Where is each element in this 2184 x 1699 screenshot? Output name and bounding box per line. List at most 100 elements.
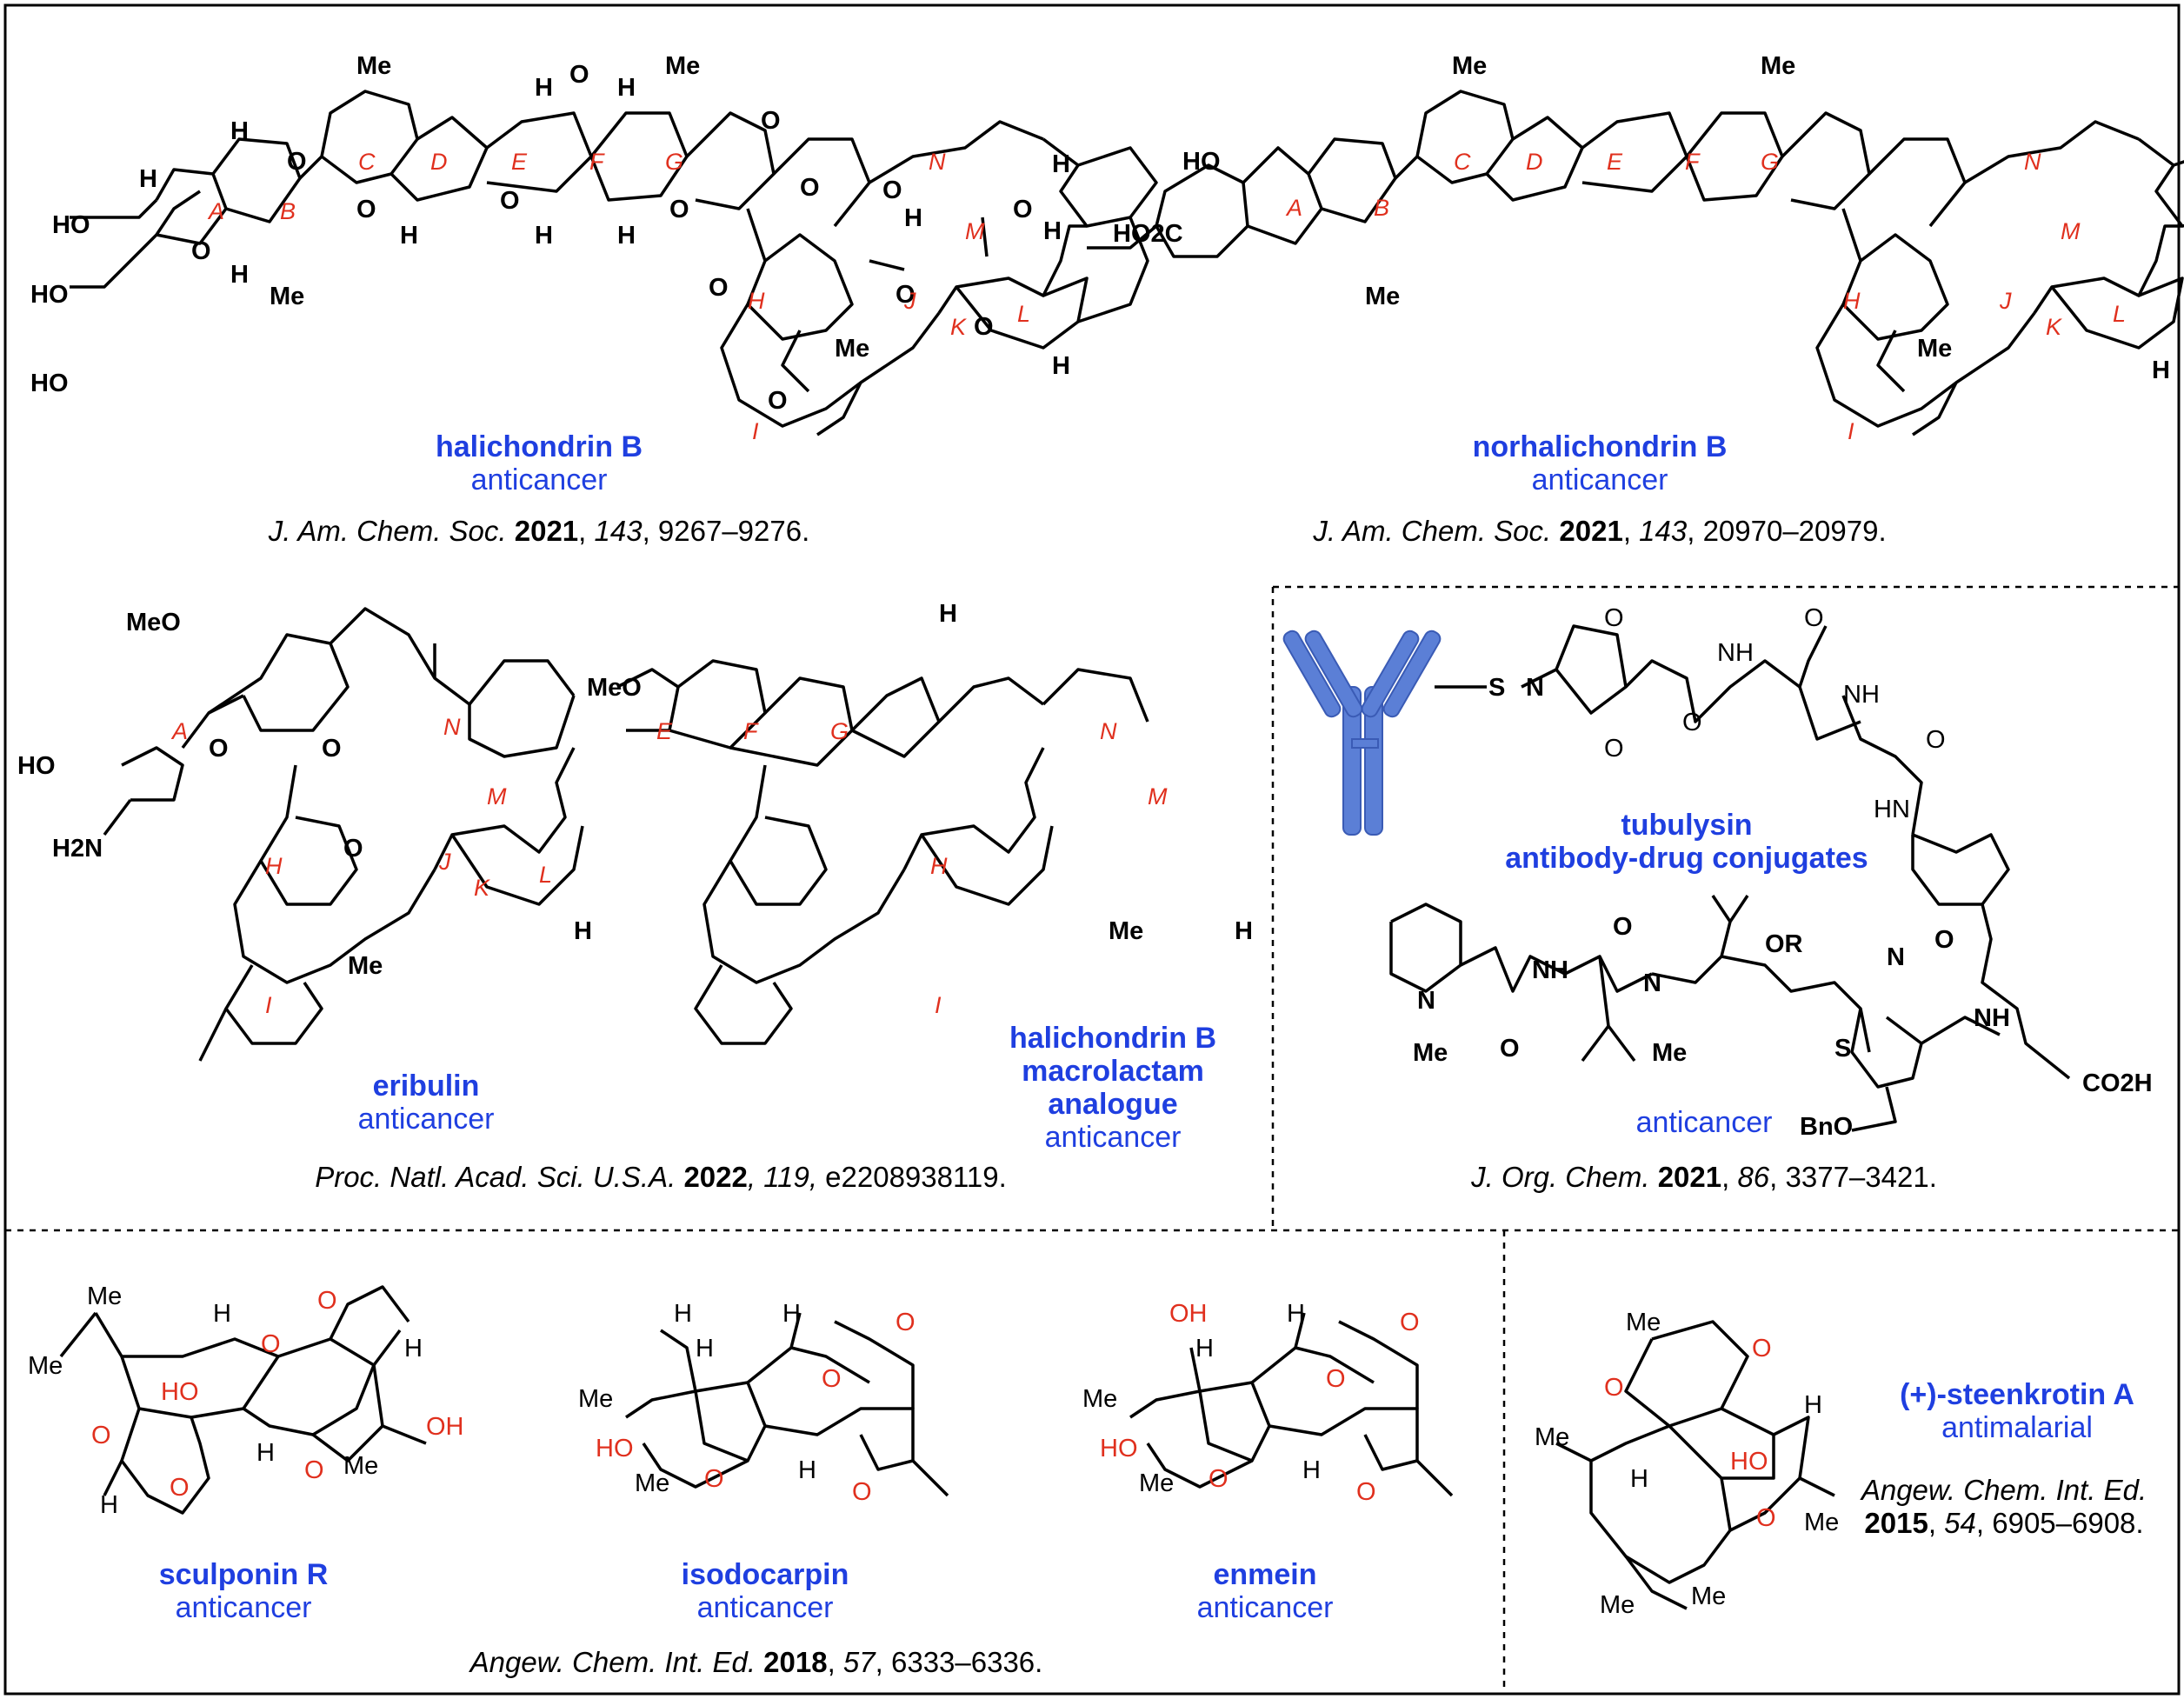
enmein-structure [1129, 1312, 1454, 1497]
ring-l-nor: L [2113, 301, 2126, 327]
ring-m-mac: M [1148, 783, 1168, 810]
compound-name: halichondrin B [436, 430, 643, 463]
atom-me-ste-3: Me [1804, 1509, 1839, 1536]
ring-a-prime: A [170, 718, 188, 744]
eribulin-structure [103, 607, 584, 1062]
ring-l-eri: L [539, 862, 552, 888]
atom-me-3: Me [665, 52, 700, 80]
sculponin-r-structure [59, 1285, 427, 1515]
ref-year: 2018 [763, 1646, 828, 1678]
atom-nh-2: NH [1843, 681, 1880, 709]
atom-o-iso-3: O [704, 1465, 724, 1493]
ref-volume: 119, [763, 1161, 817, 1193]
compound-name: isodocarpin [681, 1558, 849, 1591]
ring-e-mac: E [656, 718, 673, 744]
activity-label: anticancer [357, 1103, 495, 1136]
ref-volume: 143 [594, 515, 643, 547]
ring-f-mac: F [743, 718, 759, 744]
ring-j-eri: J [438, 849, 451, 875]
steenkrotin-a-structure [1555, 1320, 1835, 1610]
norhalichondrin-b-caption: norhalichondrin B anticancer [1426, 430, 1774, 496]
ring-k-eri: K [474, 875, 490, 901]
macrolactam-caption: halichondrin B macrolactam analogue anti… [974, 1022, 1252, 1154]
ref-pages: 3377–3421. [1785, 1161, 1937, 1193]
enmein-caption: enmein anticancer [1143, 1558, 1387, 1624]
atom-h-scu-1: H [213, 1300, 231, 1328]
tubulysin-activity: anticancer [1635, 1106, 1773, 1139]
atom-o-scu-5: O [304, 1456, 324, 1484]
outer-frame [3, 3, 2181, 1696]
atom-o-pip-co: O [1500, 1035, 1520, 1063]
ring-c-nor: C [1454, 149, 1471, 175]
compound-name-line-1: halichondrin B [1009, 1022, 1216, 1055]
compound-name: (+)-steenkrotin A [1900, 1378, 2134, 1411]
atom-h-eri: H [574, 917, 592, 945]
atom-me-nor-3: Me [1761, 52, 1795, 80]
ref-year: 2021 [1559, 515, 1623, 547]
atom-bno: BnO [1800, 1113, 1853, 1141]
eribulin-caption: eribulin anticancer [296, 1069, 556, 1136]
macrolactam-labels: MeO H Me H E F G N M H I [587, 600, 1253, 1018]
atom-n-maleimide: N [1526, 674, 1544, 702]
atom-o-iso-1: O [896, 1309, 916, 1336]
ref-pages: e2208938119. [825, 1161, 1007, 1193]
tubulysin-structure [1389, 624, 2071, 1132]
tubulysin-reference: J. Org. Chem. 2021, 86, 3377–3421. [1471, 1161, 1937, 1193]
atom-h-iso-2: H [696, 1335, 714, 1363]
atom-o-enm-4: O [1356, 1478, 1376, 1506]
atom-me-pip: Me [1413, 1039, 1448, 1067]
compound-name-line-3: analogue [1048, 1088, 1178, 1121]
atom-oh-enm: OH [1169, 1300, 1208, 1328]
atom-me-2: Me [270, 283, 304, 310]
ref-pages: 9267–9276. [657, 515, 810, 547]
steenkrotin-a-reference: Angew. Chem. Int. Ed. 2015, 54, 6905–690… [1861, 1474, 2147, 1539]
atom-o-scu-2: O [261, 1330, 281, 1358]
ring-h-eri: H [265, 853, 283, 879]
ring-e-nor: E [1607, 149, 1623, 175]
atom-ho-3: HO [30, 370, 69, 397]
ring-h: H [748, 288, 765, 314]
atom-nh-1: NH [1717, 639, 1754, 667]
eribulin-labels: MeO HO H2N O O O Me H A H I J K L M N [17, 609, 592, 1018]
atom-h-ste-2: H [1630, 1465, 1648, 1493]
ring-n-eri: N [443, 714, 461, 740]
ref-journal: Proc. Natl. Acad. Sci. U.S.A. [315, 1161, 676, 1193]
ref-year: 2022 [683, 1161, 748, 1193]
ref-volume: 54 [1944, 1507, 1976, 1539]
atom-me-nor-4: Me [1917, 335, 1952, 363]
ring-h-mac: H [930, 853, 948, 879]
ref-journal: Angew. Chem. Int. Ed. [469, 1646, 756, 1678]
ref-pages: 6333–6336. [890, 1646, 1043, 1678]
atom-meo-eri: MeO [126, 609, 181, 636]
atom-h-7: H [617, 74, 636, 102]
atom-o-i: O [768, 387, 788, 415]
atom-h-2: H [230, 117, 249, 145]
isodocarpin-caption: isodocarpin anticancer [643, 1558, 887, 1624]
halichondrin-b-labels: HO HO HO O O O O O O O O O O O O O O Me … [30, 52, 1070, 444]
ent-kaurane-reference: Angew. Chem. Int. Ed. 2018, 57, 6333–633… [469, 1646, 1043, 1678]
atom-me-ste-5: Me [1691, 1582, 1726, 1610]
atom-o-eri-a: O [209, 735, 229, 763]
atom-o-e: O [500, 187, 520, 215]
atom-o-ste-3: O [1756, 1504, 1776, 1532]
atom-me-enm-1: Me [1082, 1385, 1117, 1413]
activity-label: anticancer [696, 1591, 834, 1624]
ref-journal: J. Org. Chem. [1471, 1161, 1650, 1193]
atom-o-scu-1: O [317, 1287, 337, 1315]
atom-h-scu-3: H [100, 1491, 118, 1519]
atom-me-iso-2: Me [635, 1469, 669, 1497]
ref-pages: 20970–20979. [1702, 515, 1887, 547]
atom-h-9: H [904, 204, 922, 232]
ring-n-nor: N [2024, 149, 2041, 175]
atom-n-pip: N [1417, 987, 1435, 1015]
ring-e: E [511, 149, 528, 175]
ring-j-nor: J [1999, 288, 2012, 314]
atom-o-enm-1: O [1400, 1309, 1420, 1336]
atom-h-4: H [400, 222, 418, 250]
activity-label: anticancer [1196, 1591, 1334, 1624]
atom-o-mal-2: O [1604, 735, 1624, 763]
compound-name-line-1: tubulysin [1621, 809, 1753, 842]
atom-o-j: O [896, 281, 916, 309]
atom-h-1: H [139, 165, 157, 193]
atom-me-nor-1: Me [1452, 52, 1487, 80]
